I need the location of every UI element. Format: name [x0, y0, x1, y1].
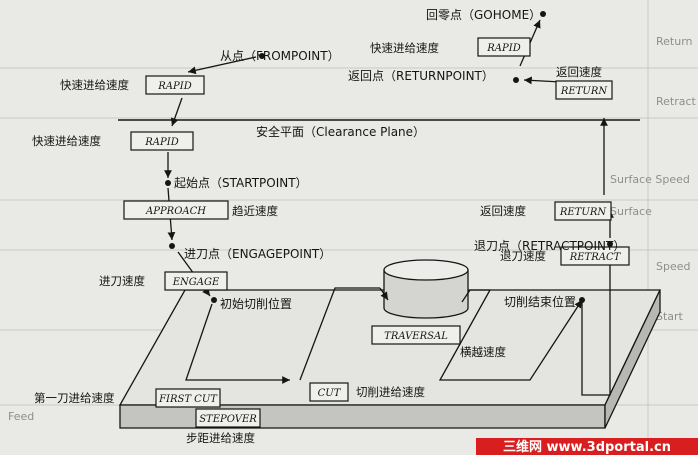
label-speed-rapid-2: 快速进给速度 [32, 134, 101, 148]
box-return-top [555, 80, 613, 100]
label-speed-approach: 趋近速度 [232, 204, 278, 218]
box-return-mid-text: RETURN [559, 207, 607, 218]
box-approach-text: APPROACH [145, 206, 206, 217]
label-startpoint: 起始点（STARTPOINT） [174, 176, 308, 190]
label-clearance-plane: 安全平面（Clearance Plane） [256, 124, 425, 139]
box-firstcut [155, 388, 221, 408]
box-engage-text: ENGAGE [172, 277, 220, 288]
label-speed-stepover: 步距进给速度 [186, 431, 255, 445]
box-cut-text: CUT [318, 388, 342, 399]
label-speed-firstcut: 第一刀进给速度 [34, 391, 115, 405]
box-rapid-top-text: RAPID [486, 43, 520, 54]
box-cut [309, 382, 349, 402]
bg-word-surface: Surface [610, 205, 652, 218]
box-rapid-1 [145, 75, 205, 95]
box-return-mid [554, 201, 612, 221]
label-retractpoint: 退刀点（RETRACTPOINT） [474, 239, 625, 253]
box-approach [123, 200, 229, 220]
box-traversal-text: TRAVERSAL [384, 331, 448, 342]
box-rapid-1-text: RAPID [157, 81, 191, 92]
label-speed-traversal: 横越速度 [460, 345, 506, 359]
box-engage [164, 271, 228, 291]
box-return-top-text: RETURN [560, 86, 608, 97]
box-rapid-2-text: RAPID [144, 137, 178, 148]
box-stepover-text: STEPOVER [199, 414, 257, 425]
label-speed-return-top: 返回速度 [556, 65, 602, 79]
box-firstcut-text: FIRST CUT [158, 394, 218, 405]
label-speed-engage: 进刀速度 [99, 274, 145, 288]
bg-word-surface-speed: Surface Speed [610, 173, 690, 186]
box-retract [560, 246, 630, 266]
label-cut-start: 初始切削位置 [220, 296, 292, 311]
label-speed-rapid-top: 快速进给速度 [370, 41, 439, 55]
box-rapid-top [477, 37, 531, 57]
label-returnpoint: 返回点（RETURNPOINT） [348, 69, 494, 83]
bg-word-speed: Speed [656, 260, 690, 273]
bg-word-retract: Retract [656, 95, 697, 108]
bg-word-start: Start [656, 310, 684, 323]
box-stepover [195, 408, 261, 428]
label-speed-rapid-1: 快速进给速度 [60, 78, 129, 92]
label-speed-return-mid: 返回速度 [480, 204, 526, 218]
island-cylinder [383, 259, 469, 319]
label-cut-end: 切削结束位置 [504, 294, 576, 309]
watermark-text: 三维网 www.3dportal.cn [503, 439, 671, 455]
box-rapid-2 [130, 131, 194, 151]
label-speed-cut: 切削进给速度 [356, 385, 425, 399]
bg-word-feed: Feed [8, 410, 34, 423]
path-points [165, 11, 613, 303]
watermark-bar [476, 438, 698, 455]
box-retract-text: RETRACT [569, 252, 622, 263]
label-engagepoint: 进刀点（ENGAGEPOINT） [184, 247, 331, 261]
bg-word-return: Return [656, 35, 693, 48]
label-speed-retract: 退刀速度 [500, 249, 546, 263]
box-traversal [371, 325, 461, 345]
label-frompoint: 从点（FROMPOINT） [220, 49, 340, 63]
label-gohome: 回零点（GOHOME） [426, 8, 541, 22]
